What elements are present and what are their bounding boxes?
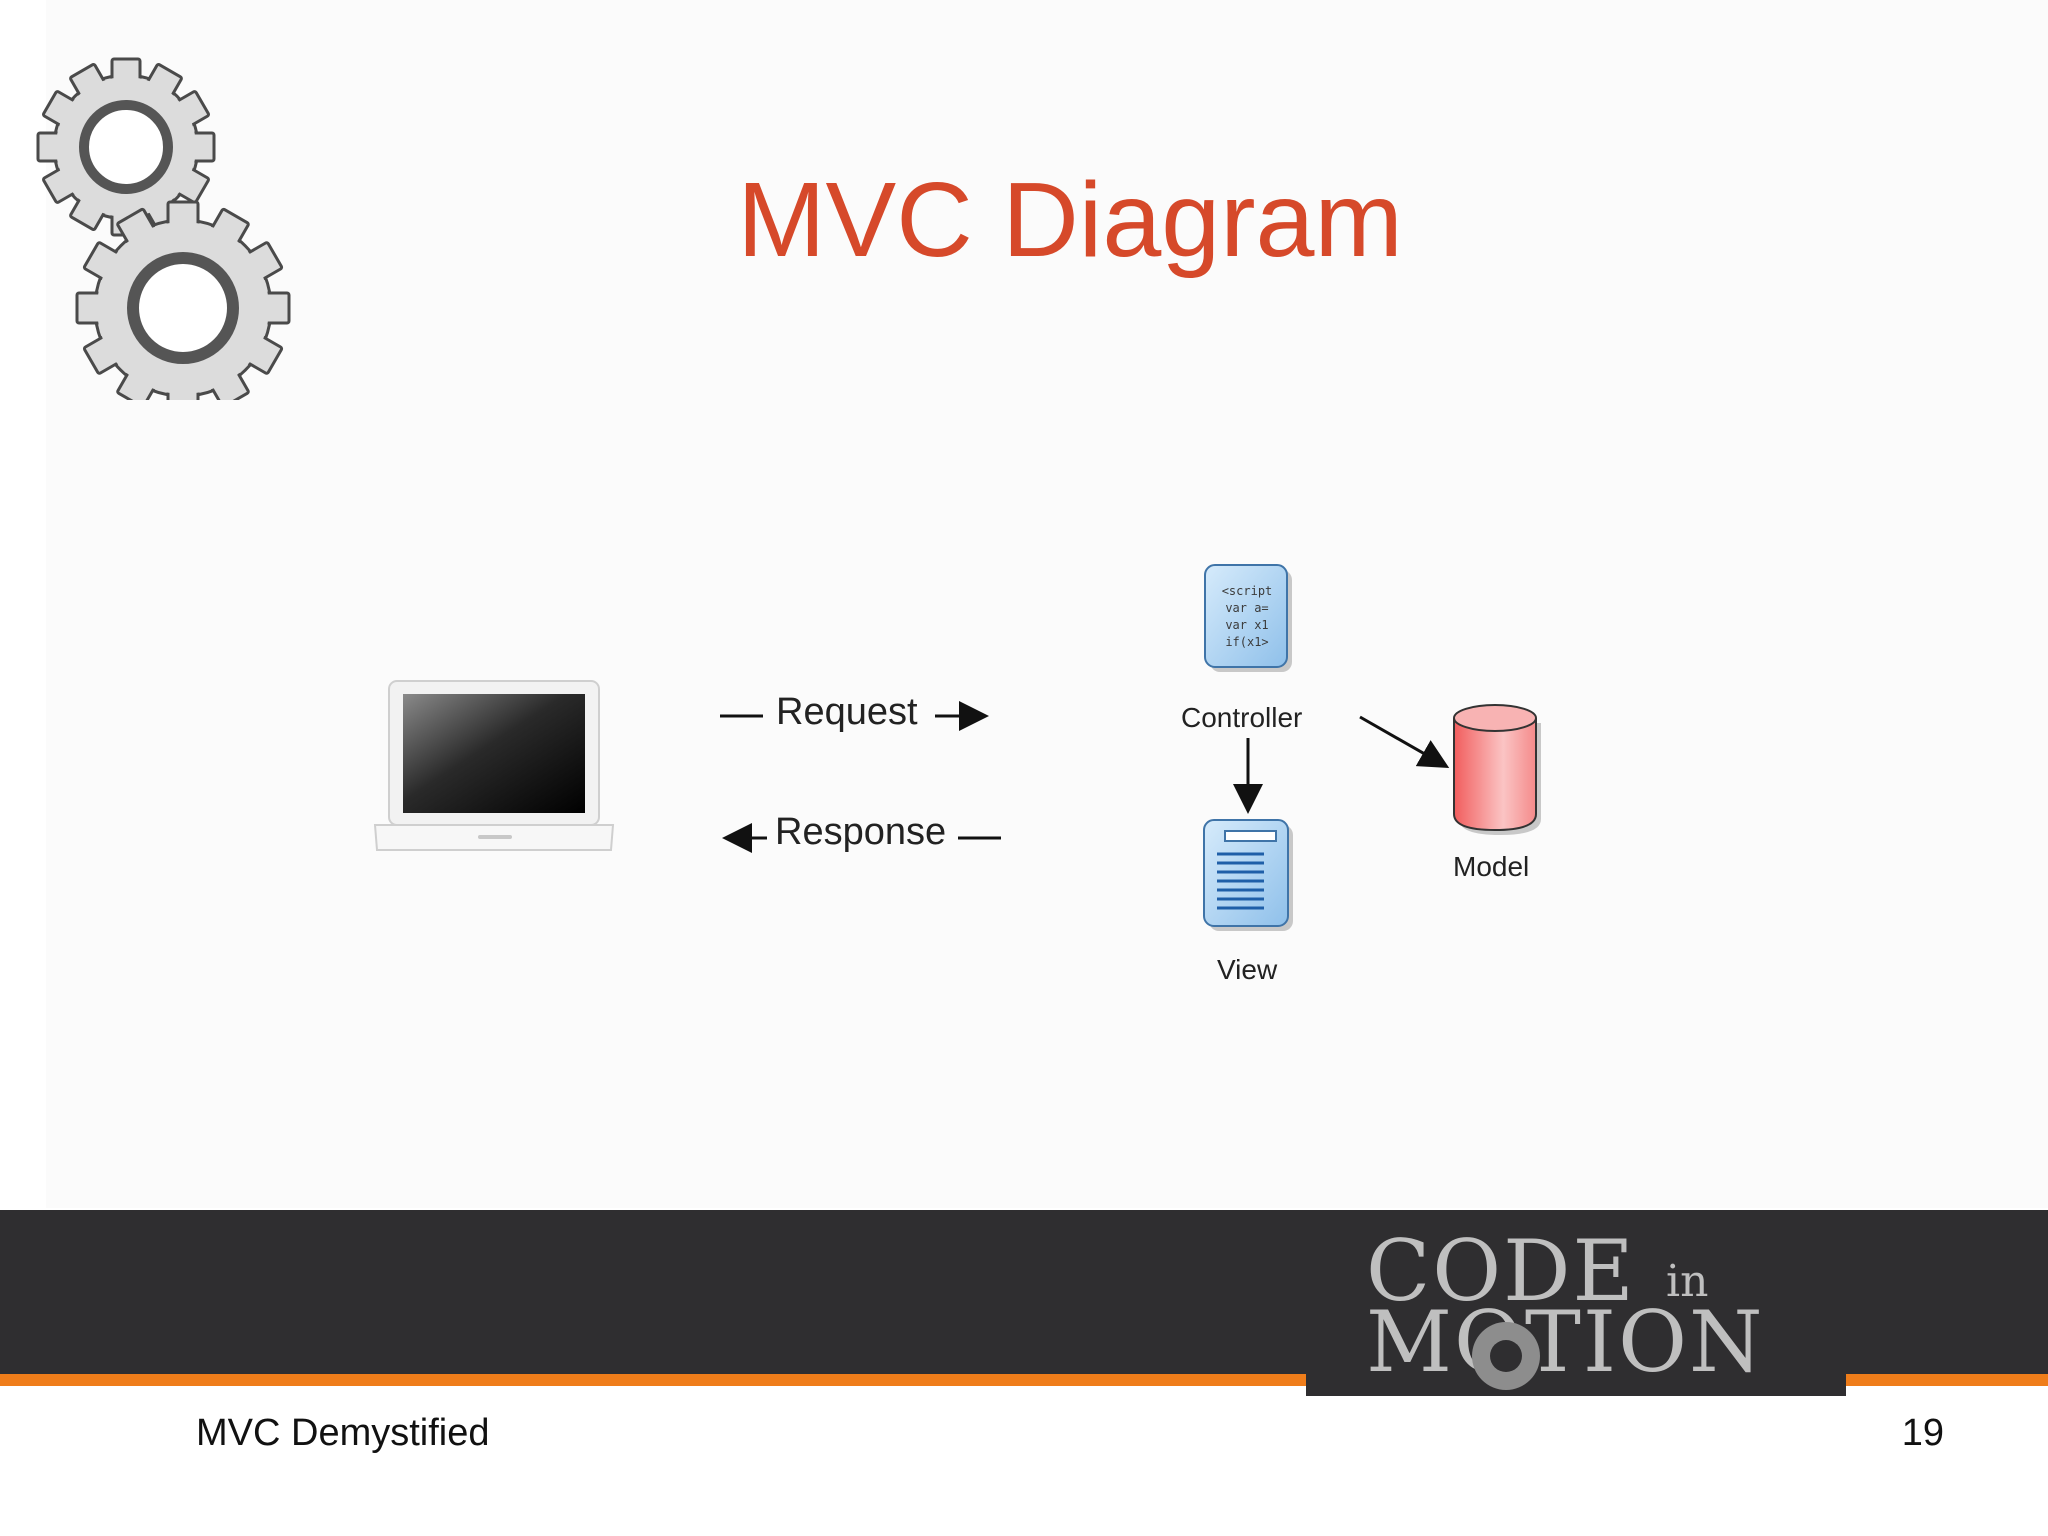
diagram-graphics: <script var a= var x1 if(x1> [373,564,1541,931]
controller-to-model-arrow [1359,715,1450,768]
footer-title: MVC Demystified [196,1412,490,1454]
laptop-icon [373,680,615,851]
controller-script-icon: <script var a= var x1 if(x1> [1204,564,1292,672]
slide-title: MVC Diagram [737,161,1403,279]
controller-icon-line-1: <script [1222,584,1273,598]
logo-line2: MOTION [1366,1293,1764,1391]
response-label: Response [775,811,947,853]
gears-icon [36,57,291,400]
controller-label: Controller [1181,702,1303,733]
mvc-diagram: <script var a= var x1 if(x1> [370,550,1570,1010]
code-in-motion-logo: CODE in MOTION [1306,1216,1846,1396]
view-document-icon [1203,819,1293,931]
content-area [46,0,2048,1208]
logo-gear-icon [1472,1322,1540,1390]
controller-icon-line-4: if(x1> [1225,635,1268,649]
request-label: Request [776,691,918,733]
logo-line1: CODE [1366,1222,1636,1320]
model-label: Model [1453,851,1530,882]
controller-icon-line-2: var a= [1225,601,1268,615]
page-number: 19 [1901,1412,1944,1454]
logo-in: in [1666,1256,1708,1307]
view-label: View [1217,954,1278,985]
model-database-icon [1453,704,1541,835]
controller-icon-line-3: var x1 [1225,618,1268,632]
